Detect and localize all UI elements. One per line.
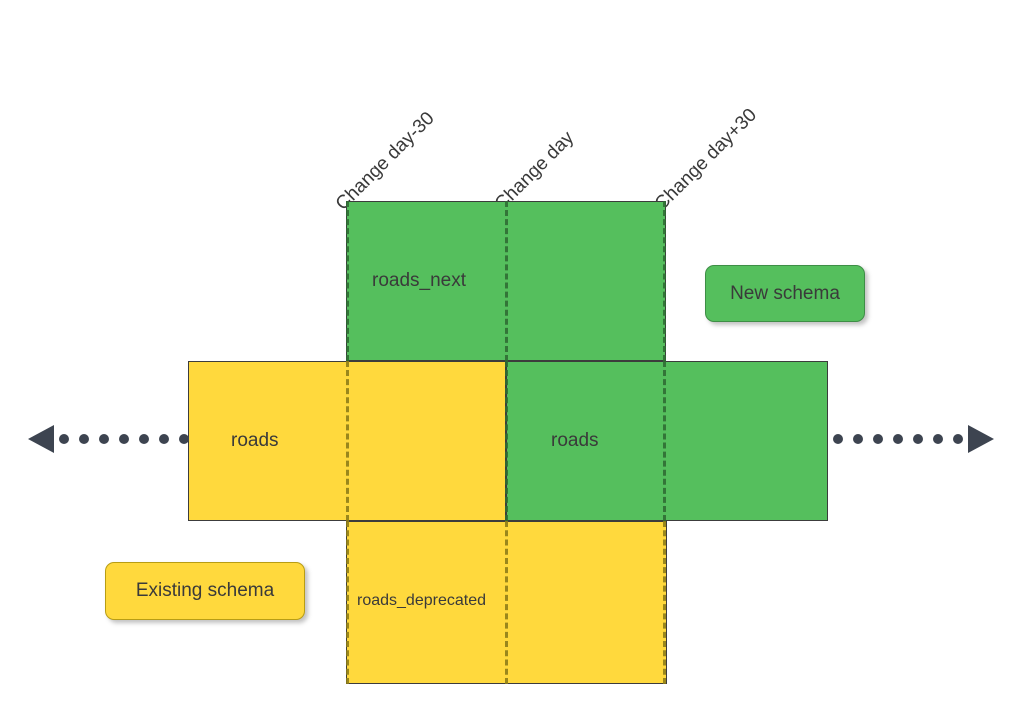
schema-box-label-roads-new: roads (551, 430, 599, 451)
timeline-dot (873, 434, 883, 444)
timeline-dot (179, 434, 189, 444)
timeline-arrow-right (828, 425, 994, 453)
timeline-dot (893, 434, 903, 444)
arrow-head-right-icon (968, 425, 994, 453)
legend-existing-schema-label: Existing schema (135, 580, 275, 601)
day-marker-label-change-day-minus-30: Change day-30 (331, 107, 439, 215)
schema-box-label-roads-deprecated: roads_deprecated (357, 592, 486, 609)
change-day-plus-30-line-bottom (663, 521, 666, 684)
timeline-dot (833, 434, 843, 444)
arrow-head-left-icon (28, 425, 54, 453)
timeline-dot (119, 434, 129, 444)
timeline-dot (79, 434, 89, 444)
change-day-plus-30-line-top (663, 201, 666, 361)
change-day-plus-30-line-middle (663, 361, 666, 521)
timeline-dot (99, 434, 109, 444)
legend-new-schema: New schema (705, 265, 865, 322)
timeline-dot (953, 434, 963, 444)
timeline-dot (913, 434, 923, 444)
timeline-dot (59, 434, 69, 444)
schema-box-label-roads-existing: roads (231, 430, 279, 451)
schema-box-label-roads-next: roads_next (372, 270, 467, 291)
change-day-minus-30-line-bottom (346, 521, 349, 684)
timeline-dot (853, 434, 863, 444)
change-day-line-bottom (505, 521, 508, 684)
timeline-arrow-left (28, 425, 194, 453)
schema-box-roads-new (506, 361, 828, 521)
timeline-dot (933, 434, 943, 444)
timeline-dot (159, 434, 169, 444)
change-day-line-middle (505, 361, 508, 521)
legend-new-schema-label: New schema (730, 282, 840, 304)
timeline-dot (139, 434, 149, 444)
change-day-minus-30-line-middle (346, 361, 349, 521)
day-marker-label-change-day-plus-30: Change day+30 (650, 104, 761, 215)
change-day-minus-30-line-top (346, 201, 349, 361)
legend-existing-schema: Existing schema (105, 562, 305, 620)
change-day-line-top (505, 201, 508, 361)
